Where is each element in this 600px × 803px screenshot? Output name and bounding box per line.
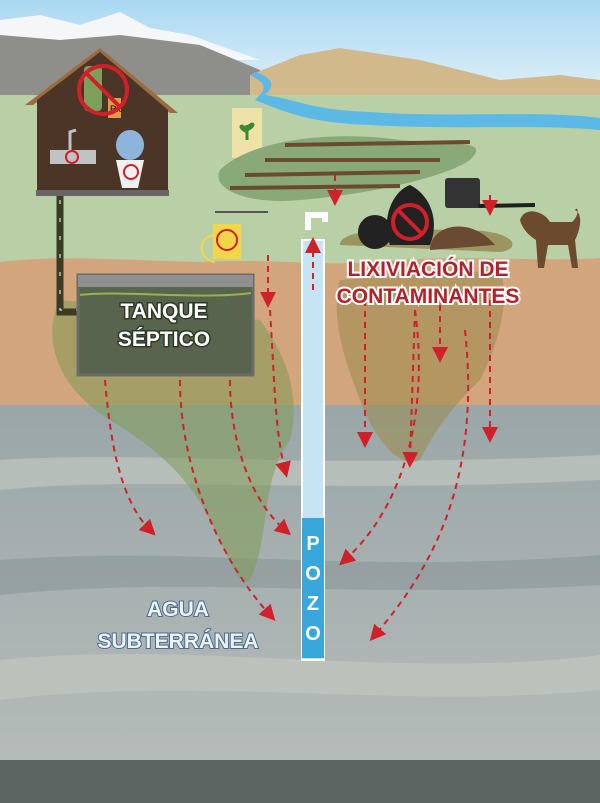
bedrock <box>0 760 600 803</box>
septic-label-line2: SÉPTICO <box>118 328 210 351</box>
well-letter: O <box>305 563 321 585</box>
crop-field <box>218 136 477 201</box>
leaching-label-line1: LIXIVIACIÓN DE <box>347 257 508 281</box>
groundwater-label-line1: AGUA <box>147 598 209 621</box>
well-letter: P <box>306 533 319 555</box>
toilet-icon <box>116 130 144 188</box>
trash-bags-icon <box>340 185 513 252</box>
dog-icon <box>520 208 581 268</box>
septic-label-line1: TANQUE <box>120 300 207 323</box>
pesticide-sprayer-icon <box>200 211 268 263</box>
septic-tank <box>76 273 255 377</box>
sink-icon <box>50 128 96 164</box>
house: Rx <box>25 48 178 196</box>
river <box>250 72 600 130</box>
leaching-label-line2: CONTAMINANTES <box>337 285 520 308</box>
groundwater-label-line2: SUBTERRÁNEA <box>97 630 258 653</box>
leachate-plume <box>336 270 504 462</box>
well-letter: O <box>305 623 321 645</box>
contamination-arrows <box>104 175 498 642</box>
well-letter: Z <box>307 593 319 615</box>
no-chemicals-icon: Rx <box>77 64 129 118</box>
well-label: P O Z O <box>305 533 321 645</box>
